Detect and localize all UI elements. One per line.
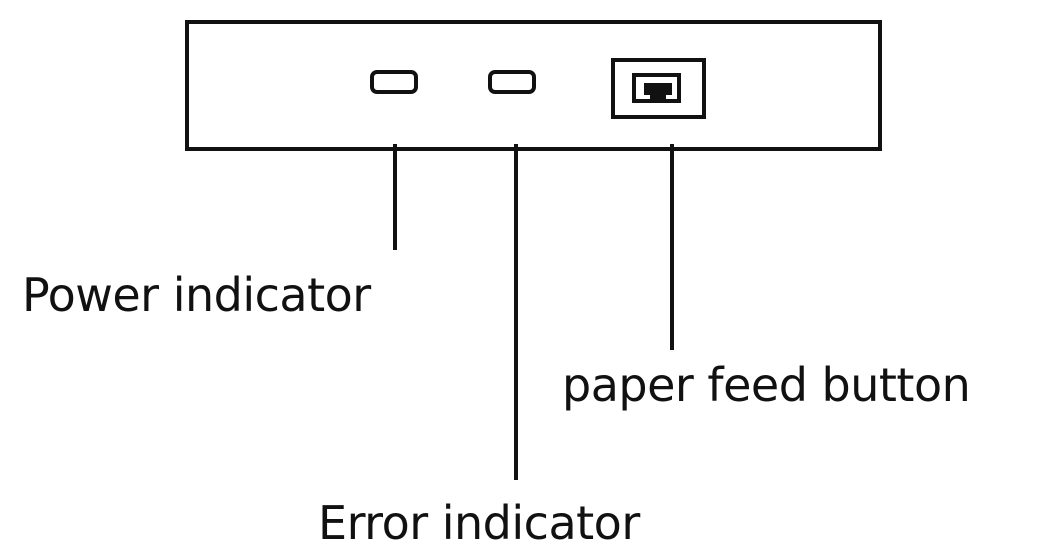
paper-feed-button[interactable] bbox=[611, 58, 706, 119]
power-indicator-label: Power indicator bbox=[22, 268, 371, 322]
power-indicator-led bbox=[370, 70, 418, 94]
error-indicator-led bbox=[488, 70, 536, 94]
paper-feed-button-label: paper feed button bbox=[562, 358, 971, 412]
paper-feed-icon bbox=[644, 83, 672, 100]
error-indicator-label: Error indicator bbox=[318, 496, 640, 550]
